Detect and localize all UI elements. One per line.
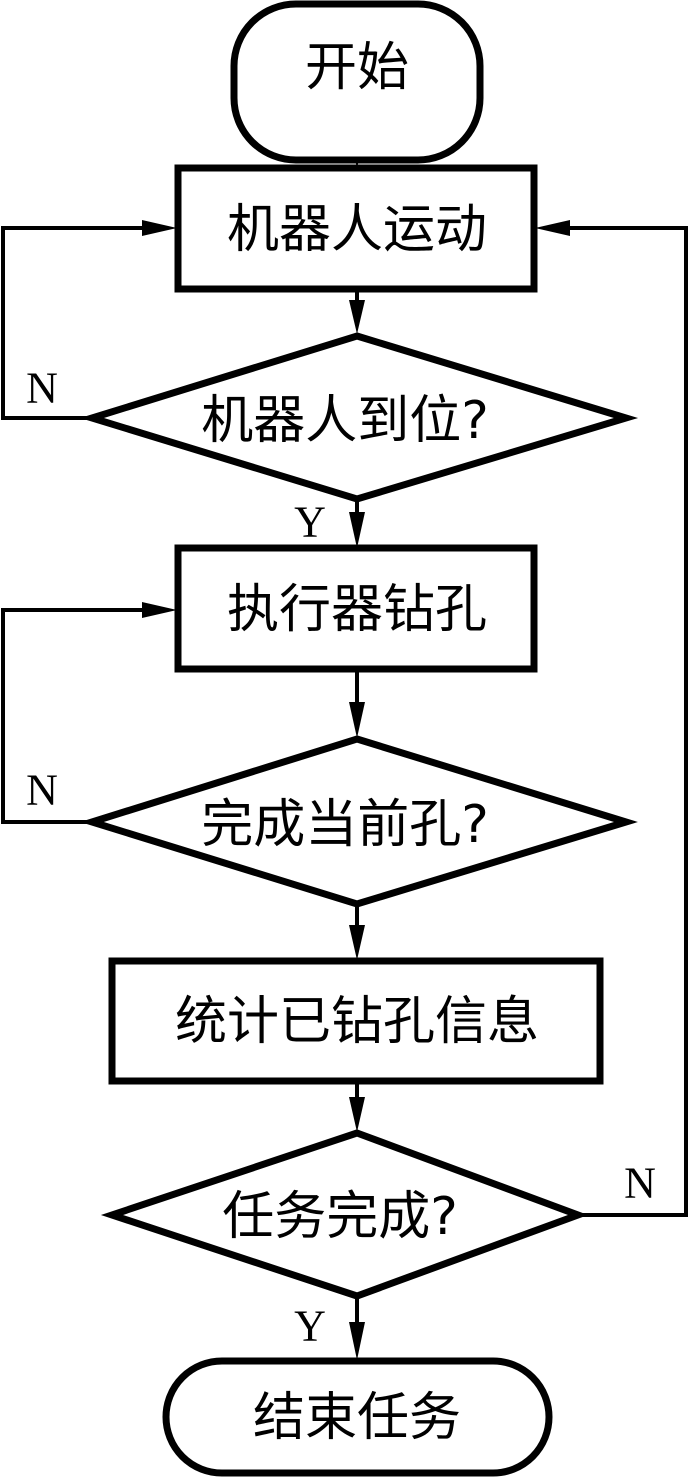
node-record-drilled-info-label: 统计已钻孔信息 (175, 992, 539, 1052)
edge-label-n-3: N (624, 1159, 656, 1208)
edge-decision3-no-loop (535, 220, 688, 1217)
edge-decision3-yes (349, 1297, 365, 1360)
node-robot-in-position: 机器人到位? (80, 332, 639, 503)
edge-record-to-decision3 (349, 1082, 365, 1132)
node-record-drilled-info: 统计已钻孔信息 (108, 957, 604, 1085)
edge-decision2-to-record (349, 905, 365, 960)
node-start-label: 开始 (305, 38, 409, 98)
edge-decision1-yes (349, 500, 365, 548)
edge-decision1-no-loop (1, 220, 177, 420)
node-robot-move-label: 机器人运动 (227, 200, 487, 260)
node-start: 开始 (230, 0, 484, 164)
edge-label-n-2: N (26, 766, 58, 815)
edge-drill-to-decision2 (349, 670, 365, 738)
node-current-hole-done-label: 完成当前孔? (201, 795, 489, 855)
node-end-label: 结束任务 (253, 1388, 461, 1448)
edge-label-y-1: Y (294, 498, 326, 547)
node-executor-drill-label: 执行器钻孔 (227, 580, 487, 640)
node-executor-drill: 执行器钻孔 (174, 544, 538, 673)
node-current-hole-done: 完成当前孔? (80, 735, 638, 908)
edge-label-n-1: N (26, 364, 58, 413)
node-end: 结束任务 (162, 1357, 553, 1477)
edge-robot-move-to-decision1 (349, 290, 365, 334)
node-robot-in-position-label: 机器人到位? (201, 391, 489, 451)
edge-label-y-2: Y (294, 1302, 326, 1351)
node-task-done-label: 任务完成? (222, 1187, 458, 1247)
node-task-done: 任务完成? (100, 1129, 589, 1300)
edge-decision2-no-loop (1, 602, 177, 824)
node-robot-move: 机器人运动 (174, 164, 538, 293)
